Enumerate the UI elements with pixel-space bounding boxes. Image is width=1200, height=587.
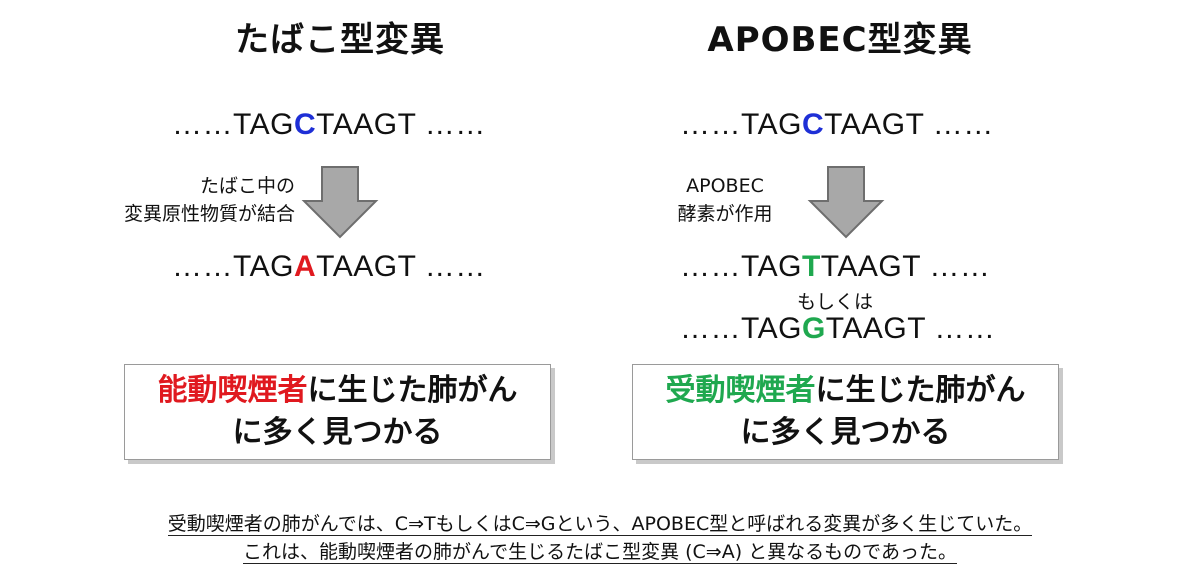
mutated-base-t: T <box>801 250 821 283</box>
left-seq-after: ……TAGATAAGT …… <box>172 250 486 284</box>
seq-suffix: TAAGT …… <box>316 250 486 283</box>
left-box-line2: に多く見つかる <box>232 415 443 450</box>
seq-suffix: TAAGT …… <box>825 312 996 345</box>
right-note: APOBEC 酵素が作用 <box>655 172 795 228</box>
left-note-line2: 変異原性物質が結合 <box>123 203 295 225</box>
left-note: たばこ中の 変異原性物質が結合 <box>60 172 295 228</box>
summary-line-2: これは、能動喫煙者の肺がんで生じるたばこ型変異 (C⇒A) と異なるものであった… <box>243 541 957 564</box>
right-note-line2: 酵素が作用 <box>677 203 773 225</box>
original-base-c: C <box>801 108 825 141</box>
summary-text: 受動喫煙者の肺がんでは、C⇒TもしくはC⇒Gという、APOBEC型と呼ばれる変異… <box>0 510 1200 566</box>
seq-prefix: ……TAG <box>172 250 294 283</box>
right-box-line1-rest: に生じた肺がん <box>815 373 1026 408</box>
seq-suffix: TAAGT …… <box>820 250 991 283</box>
mutated-base-g: G <box>801 312 826 345</box>
active-smoker-highlight: 能動喫煙者 <box>157 373 308 408</box>
seq-suffix: TAAGT …… <box>824 108 994 141</box>
right-down-arrow-icon <box>807 166 885 239</box>
passive-smoker-highlight: 受動喫煙者 <box>665 373 816 408</box>
right-box-line1: 受動喫煙者に生じた肺がん <box>633 370 1058 412</box>
left-box-line1: 能動喫煙者に生じた肺がん <box>125 370 550 412</box>
summary-line-1: 受動喫煙者の肺がんでは、C⇒TもしくはC⇒Gという、APOBEC型と呼ばれる変異… <box>167 513 1033 536</box>
left-title: たばこ型変異 <box>235 20 445 60</box>
right-seq-before: ……TAGCTAAGT …… <box>680 108 994 142</box>
right-note-line1: APOBEC <box>686 175 764 197</box>
seq-prefix: ……TAG <box>680 250 802 283</box>
or-label: もしくは <box>796 291 873 313</box>
right-title: APOBEC型変異 <box>707 20 973 60</box>
left-box-line1-rest: に生じた肺がん <box>307 373 518 408</box>
seq-prefix: ……TAG <box>680 312 802 345</box>
original-base-c: C <box>293 108 317 141</box>
seq-prefix: ……TAG <box>172 108 294 141</box>
seq-prefix: ……TAG <box>680 108 802 141</box>
left-result-box: 能動喫煙者に生じた肺がん に多く見つかる <box>124 364 551 460</box>
left-down-arrow-icon <box>301 166 379 239</box>
seq-suffix: TAAGT …… <box>316 108 486 141</box>
right-box-line2: に多く見つかる <box>740 415 951 450</box>
right-result-box: 受動喫煙者に生じた肺がん に多く見つかる <box>632 364 1059 460</box>
left-note-line1: たばこ中の <box>199 175 295 197</box>
mutated-base-a: A <box>293 250 317 283</box>
left-seq-before: ……TAGCTAAGT …… <box>172 108 486 142</box>
right-seq-after-t: ……TAGTTAAGT …… <box>680 250 990 284</box>
right-seq-after-g: ……TAGGTAAGT …… <box>680 312 995 346</box>
